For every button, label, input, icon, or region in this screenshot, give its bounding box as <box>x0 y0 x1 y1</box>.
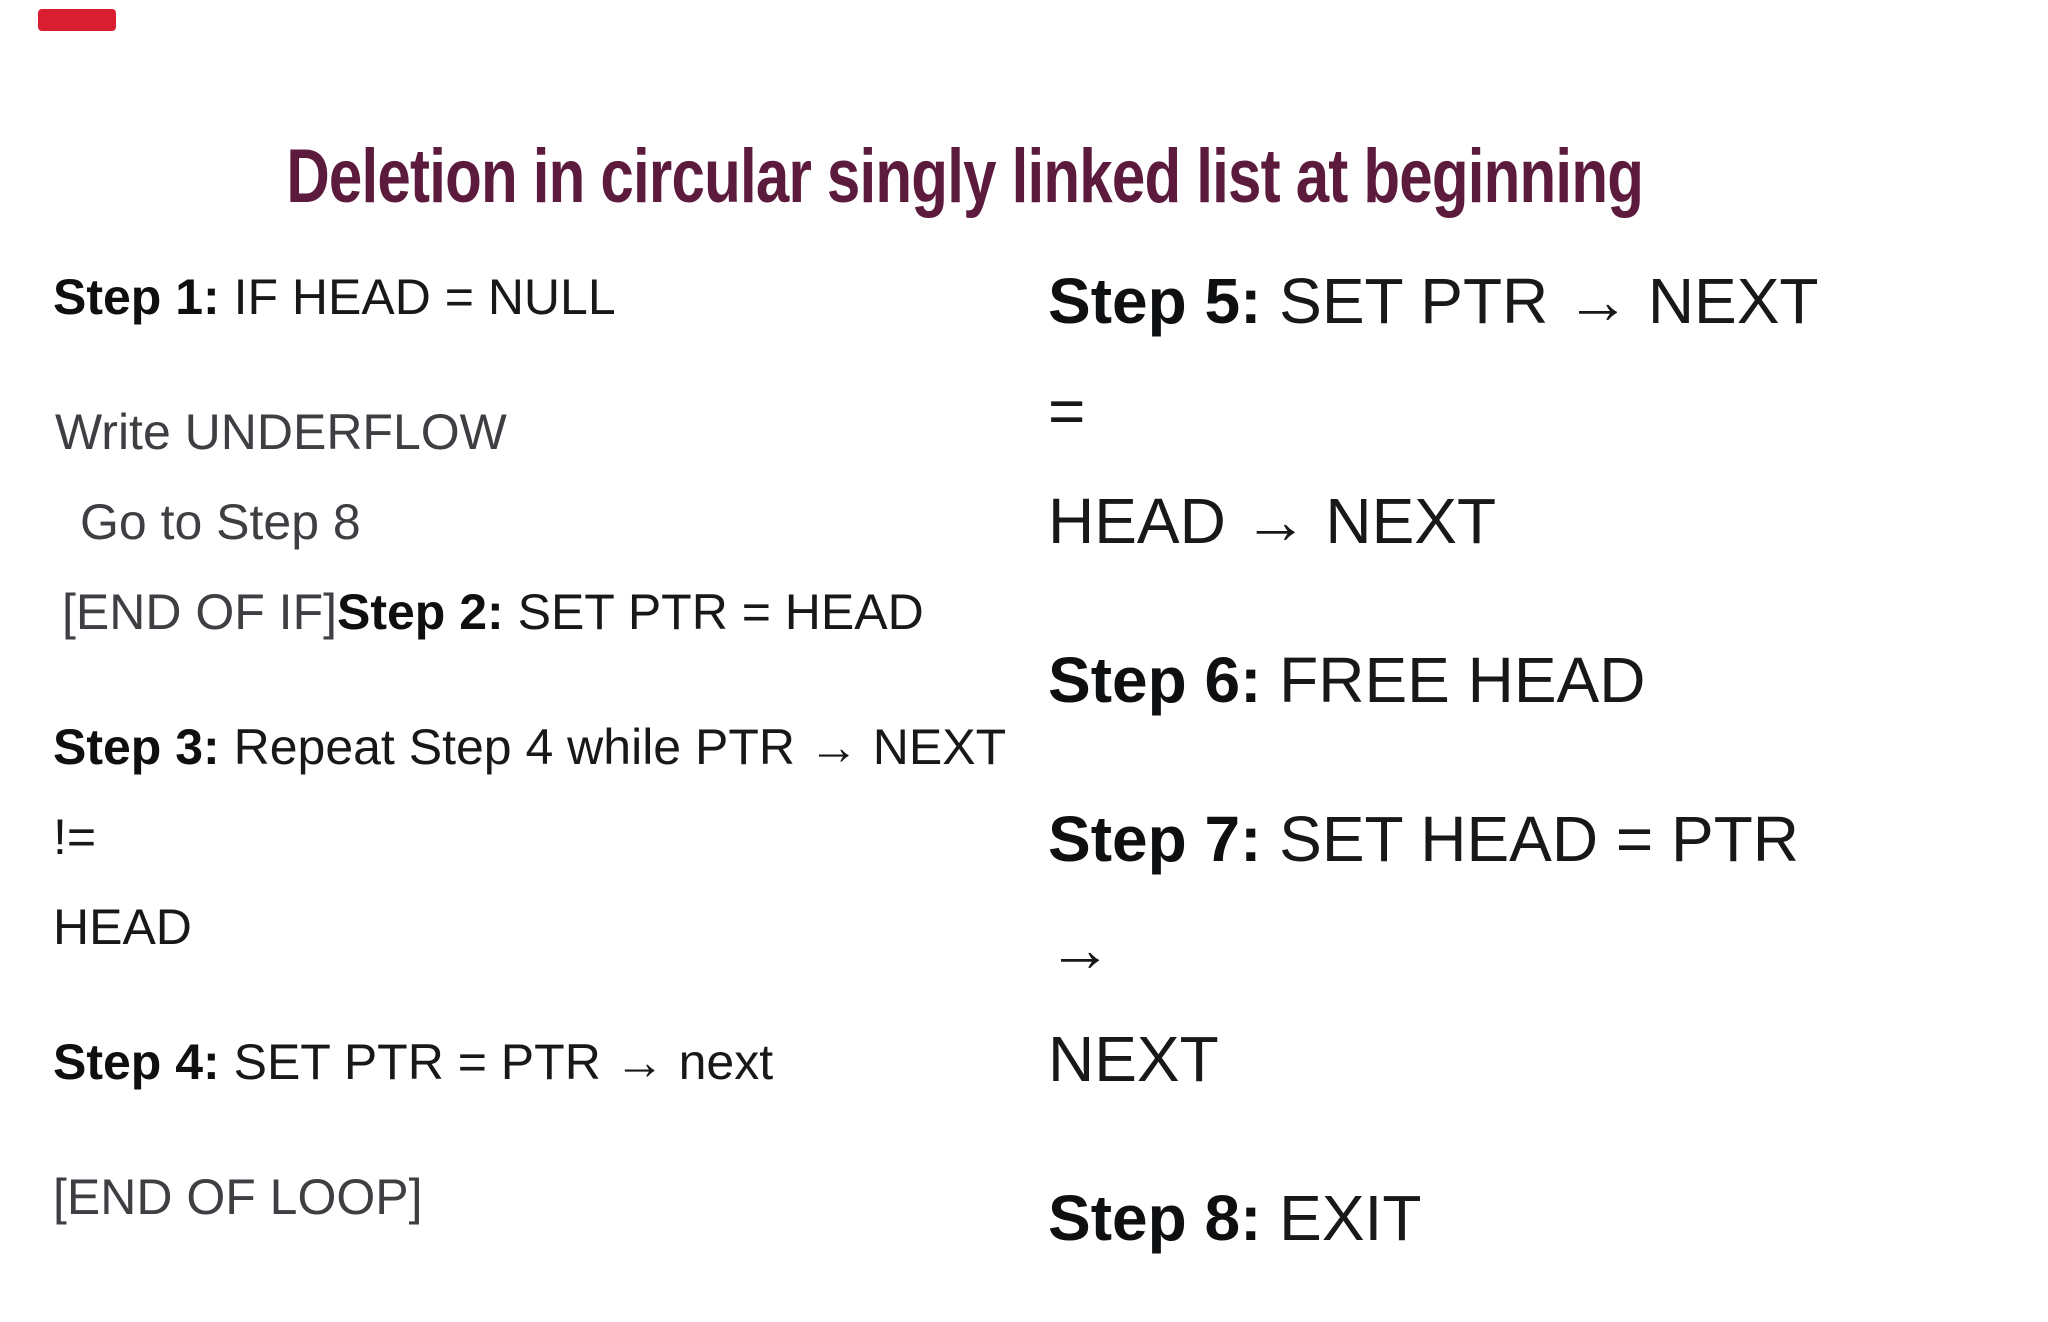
step-5-label: Step 5: <box>1048 265 1262 337</box>
step-8-text: EXIT <box>1261 1182 1422 1254</box>
end-of-if-text: [END OF IF] <box>62 584 337 640</box>
step-8-line: Step 8: EXIT <box>1048 1163 1868 1273</box>
page-title-text: Deletion in circular singly linked list … <box>286 134 1645 219</box>
step-1-line: Step 1: IF HEAD = NULL <box>53 252 1053 342</box>
underflow-line: Write UNDERFLOW <box>55 404 507 460</box>
step-5-text-line2: HEAD → NEXT <box>1048 485 1497 557</box>
step-4-line: Step 4: SET PTR = PTR → next <box>53 1017 1053 1107</box>
step-4-text: SET PTR = PTR → next <box>219 1034 774 1090</box>
red-accent-bar <box>38 9 116 31</box>
step-5-text-line1: SET PTR → NEXT = <box>1048 265 1818 447</box>
page-title: Deletion in circular singly linked list … <box>0 133 2048 220</box>
step-7-line: Step 7: SET HEAD = PTR → NEXT <box>1048 784 1868 1114</box>
step-7-text-line2: NEXT <box>1048 1023 1219 1095</box>
goto-step8-line: Go to Step 8 <box>80 494 361 550</box>
step-1-label: Step 1: <box>53 269 220 325</box>
step-3-line: Step 3: Repeat Step 4 while PTR → NEXT !… <box>53 702 1053 972</box>
step-8-label: Step 8: <box>1048 1182 1262 1254</box>
end-of-loop-line: [END OF LOOP] <box>53 1169 423 1225</box>
step-7-text-line1: SET HEAD = PTR → <box>1048 803 1799 985</box>
step-3-text-line1: Repeat Step 4 while PTR → NEXT != <box>53 719 1006 865</box>
algorithm-slide: Deletion in circular singly linked list … <box>0 9 2048 1254</box>
step-6-line: Step 6: FREE HEAD <box>1048 625 1868 735</box>
if-body-block: Write UNDERFLOW Go to Step 8 [END OF IF]… <box>53 387 1053 657</box>
step-4-label: Step 4: <box>53 1034 220 1090</box>
step-3-text-line2: HEAD <box>53 899 192 955</box>
endif-step-2-line: [END OF IF]Step 2: SET PTR = HEAD <box>53 567 1053 657</box>
step-1-text: IF HEAD = NULL <box>219 269 616 325</box>
step-6-label: Step 6: <box>1048 644 1262 716</box>
step-2-label: Step 2: <box>337 584 504 640</box>
step-2-text: SET PTR = HEAD <box>503 584 924 640</box>
step-5-line: Step 5: SET PTR → NEXT = HEAD → NEXT <box>1048 246 1868 576</box>
step-3-label: Step 3: <box>53 719 220 775</box>
step-7-label: Step 7: <box>1048 803 1262 875</box>
step-6-text: FREE HEAD <box>1261 644 1646 716</box>
steps-column-left: Step 1: IF HEAD = NULL Write UNDERFLOW G… <box>53 252 1053 1287</box>
steps-column-right: Step 5: SET PTR → NEXT = HEAD → NEXT Ste… <box>1048 246 1868 1322</box>
